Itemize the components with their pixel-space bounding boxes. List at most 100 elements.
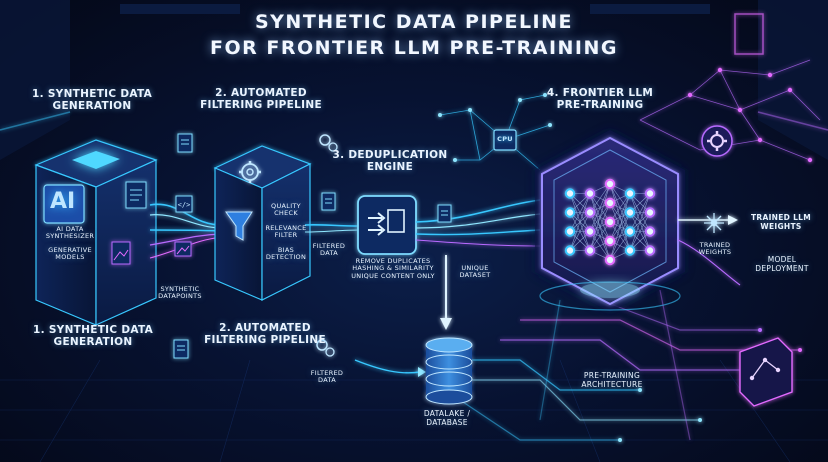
neural-net-edge <box>589 202 611 251</box>
stage-2-title-top-line-1: 2. AUTOMATED <box>215 87 307 99</box>
neural-net-node <box>604 235 616 247</box>
filtered-data-1-line-2: DATA <box>320 249 338 258</box>
neural-net-node <box>624 226 636 237</box>
dedup-note-1: REMOVE DUPLICATES <box>355 257 431 265</box>
trained-llm-weights-line-2: WEIGHTS <box>760 221 802 231</box>
dedup-note-2: HASHING & SIMILARITY <box>352 264 434 273</box>
architecture-line-1: PRE-TRAINING <box>583 371 641 380</box>
neural-net-edge <box>609 193 631 242</box>
trained-llm-weights-line-1: TRAINED LLM <box>750 213 812 222</box>
cube-1-line-4: MODELS <box>55 253 85 262</box>
stage-3-title-line-1: 3. DEDUPLICATION <box>332 149 448 161</box>
cpu-icon <box>493 129 517 151</box>
document-icon <box>321 192 336 211</box>
neural-net-edge <box>569 193 591 232</box>
stage-4-title-line-2: PRE-TRAINING <box>556 99 644 112</box>
neural-net-edge <box>629 193 651 251</box>
unique-dataset-line-2: DATASET <box>459 271 491 280</box>
page-title-line-1: SYNTHETIC DATA PIPELINE <box>254 11 574 33</box>
neural-net-edge <box>609 193 631 223</box>
model-deployment-line-1: MODEL <box>767 255 797 264</box>
neural-net-edge <box>629 212 651 251</box>
neural-net-edge <box>609 231 631 261</box>
cube-2-labels: QUALITY CHECK RELEVANCE FILTER BIAS DETE… <box>262 202 310 262</box>
stage-1-title-top-line-1: 1. SYNTHETIC DATA <box>31 88 153 100</box>
synthetic-datapoints-line-2: DATAPOINTS <box>158 292 202 301</box>
unique-dataset-line-1: UNIQUE <box>461 264 489 272</box>
document-icon <box>111 181 147 265</box>
neural-net-node <box>604 178 616 190</box>
filtered-data-1-line-1: FILTERED <box>312 242 346 250</box>
flow-lines-2-3 <box>304 223 361 233</box>
neural-net-node <box>564 245 576 256</box>
small-icons-1-2: </> <box>173 133 193 359</box>
neural-net-node <box>624 245 636 256</box>
stage-3-title-line-2: ENGINE <box>366 161 414 174</box>
neural-net-node <box>584 207 596 218</box>
neural-net-node <box>644 226 656 237</box>
cube-2-line-4: FILTER <box>274 231 298 240</box>
stage-1-title-bottom: 1. SYNTHETIC DATA GENERATION <box>28 324 158 348</box>
network-icon <box>704 213 724 233</box>
model-deployment-line-2: DEPLOYMENT <box>755 263 809 273</box>
neural-net-edge <box>609 193 631 261</box>
page-title-line-2: FOR FRONTIER LLM PRE-TRAINING <box>210 37 618 59</box>
neural-net-edge <box>569 193 591 251</box>
stage-1-title-top-line-2: GENERATION <box>52 100 132 113</box>
arrow-icon <box>354 255 452 377</box>
circuit-traces <box>440 289 800 441</box>
gear-icon <box>316 134 338 357</box>
datalake-line-1: DATALAKE / <box>423 409 471 418</box>
filtered-data-2-line-2: DATA <box>318 376 336 385</box>
neural-net-node <box>644 188 656 199</box>
stage-2-title-top-line-2: FILTERING PIPELINE <box>200 99 322 112</box>
datalake-line-2: DATABASE <box>426 417 468 427</box>
cube-1-line-1: AI DATA <box>56 225 84 233</box>
flow-lines-3-4 <box>415 199 541 247</box>
neural-net-edge <box>589 183 611 251</box>
trained-weights-line-1: TRAINED <box>699 241 731 249</box>
stage-2-title-bottom-line-2: FILTERING PIPELINE <box>204 334 326 347</box>
cube-1-labels: AI DATA SYNTHESIZER GENERATIVE MODELS <box>40 225 100 262</box>
neural-net-node <box>624 207 636 218</box>
deployment-box <box>739 337 793 407</box>
neural-net-node <box>584 188 596 199</box>
neural-net-node <box>584 245 596 256</box>
datalake-label: DATALAKE / DATABASE <box>402 409 492 427</box>
database-icon <box>425 337 473 405</box>
neural-net-node <box>624 188 636 199</box>
unique-dataset-label: UNIQUE DATASET <box>448 264 502 280</box>
stage-1-title-bottom-line-2: GENERATION <box>53 336 133 349</box>
svg-text:</>: </> <box>178 201 191 209</box>
cube-2-line-6: DETECTION <box>265 253 307 262</box>
network-nodes-right <box>687 67 813 163</box>
gear-icon <box>701 125 733 157</box>
stage-2-title-bottom: 2. AUTOMATED FILTERING PIPELINE <box>200 322 330 346</box>
flow-lines-4-out <box>677 215 741 286</box>
dedup-note-3: UNIQUE CONTENT ONLY <box>351 271 435 280</box>
dedup-engine-box <box>357 195 417 255</box>
neural-net-edge <box>629 193 651 232</box>
stage-2-title-top: 2. AUTOMATED FILTERING PIPELINE <box>196 87 326 111</box>
stage-1-title-top: 1. SYNTHETIC DATA GENERATION <box>22 88 162 112</box>
stage-2-title-bottom-line-1: 2. AUTOMATED <box>219 322 311 334</box>
cpu-label: CPU <box>497 135 513 143</box>
neural-net-node <box>644 245 656 256</box>
architecture-line-2: ARCHITECTURE <box>581 379 643 389</box>
stage-3-title: 3. DEDUPLICATION ENGINE <box>330 149 450 173</box>
neural-net-edge <box>589 183 611 213</box>
stage-1-title-bottom-line-1: 1. SYNTHETIC DATA <box>32 324 154 336</box>
stage-4-title: 4. FRONTIER LLM PRE-TRAINING <box>540 87 660 111</box>
synthetic-datapoints-label: SYNTHETIC DATAPOINTS <box>148 285 212 301</box>
neural-net-node <box>584 226 596 237</box>
trained-weights-line-2: WEIGHTS <box>698 248 732 257</box>
cube-2-line-3: RELEVANCE <box>265 223 307 232</box>
filtered-data-label-2: FILTERED DATA <box>302 369 352 385</box>
neural-net-node <box>604 254 616 266</box>
neural-net-node <box>604 197 616 209</box>
neural-net-node <box>564 226 576 237</box>
neural-net-edge <box>569 212 591 251</box>
cube-1-line-3: GENERATIVE <box>48 245 92 254</box>
